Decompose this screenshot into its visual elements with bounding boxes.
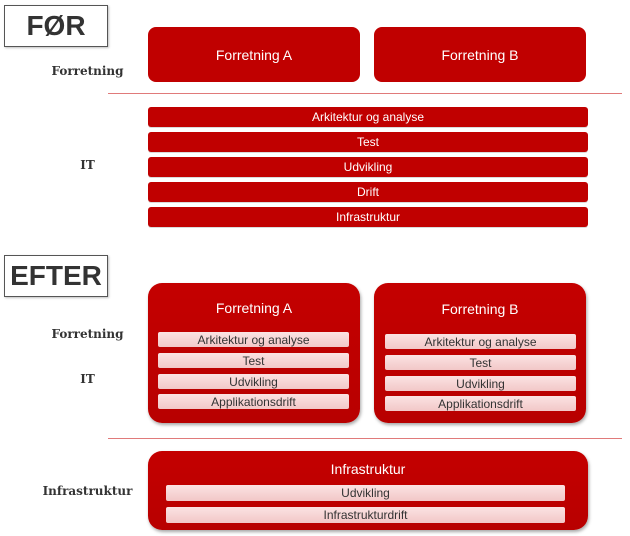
before-business-box-b: Forretning B (374, 27, 586, 82)
before-forretning-label: Forretning (51, 64, 124, 78)
after-title: EFTER (10, 260, 102, 291)
after-infrastruktur-label: Infrastruktur (42, 484, 133, 498)
before-it-bar: Test (148, 132, 588, 152)
before-divider (108, 93, 622, 94)
after-it-label: IT (80, 372, 95, 386)
after-business-unit-a-title: Forretning A (215, 300, 293, 316)
after-divider (108, 438, 622, 439)
before-business-box-a-label: Forretning A (215, 46, 293, 63)
after-unit-b-item: Test (385, 355, 576, 370)
after-unit-a-item: Arkitektur og analyse (158, 332, 349, 347)
before-title-box: FØR (4, 5, 108, 47)
before-it-bar: Infrastruktur (148, 207, 588, 227)
after-business-unit-b: Forretning B Arkitektur og analyse Test … (374, 283, 586, 423)
after-unit-b-item: Applikationsdrift (385, 396, 576, 411)
before-business-box-b-label: Forretning B (441, 46, 519, 63)
after-unit-a-item: Applikationsdrift (158, 394, 349, 409)
before-business-box-a: Forretning A (148, 27, 360, 82)
after-title-box: EFTER (4, 255, 108, 297)
before-it-bar: Arkitektur og analyse (148, 107, 588, 127)
after-business-unit-b-title: Forretning B (441, 301, 519, 317)
after-unit-a-item: Udvikling (158, 374, 349, 389)
after-business-unit-a: Forretning A Arkitektur og analyse Test … (148, 283, 360, 423)
after-infrastructure-item: Udvikling (166, 485, 565, 501)
after-infrastructure-box: Infrastruktur Udvikling Infrastrukturdri… (148, 451, 588, 530)
after-unit-b-item: Udvikling (385, 376, 576, 391)
before-it-label: IT (80, 158, 95, 172)
before-it-bar: Udvikling (148, 157, 588, 177)
after-infrastructure-title: Infrastruktur (330, 461, 406, 477)
before-title: FØR (26, 10, 86, 41)
after-infrastructure-item: Infrastrukturdrift (166, 507, 565, 523)
after-forretning-label: Forretning (51, 327, 124, 341)
after-unit-b-item: Arkitektur og analyse (385, 334, 576, 349)
after-unit-a-item: Test (158, 353, 349, 368)
before-it-bar: Drift (148, 182, 588, 202)
